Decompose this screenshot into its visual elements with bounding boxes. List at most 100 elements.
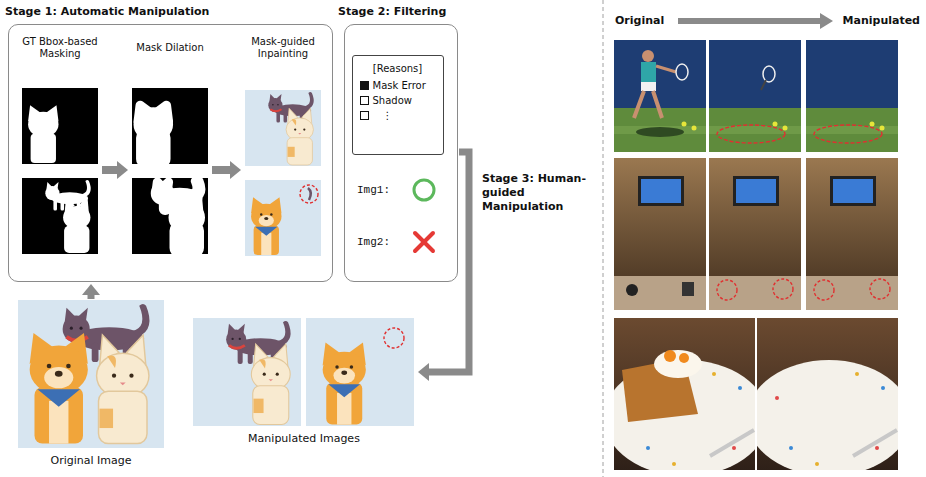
- step-arrow: [230, 161, 241, 179]
- photo: [636, 127, 684, 137]
- photo: [641, 179, 681, 203]
- dilated-mask: [138, 105, 168, 163]
- photo: [789, 386, 885, 450]
- photo: [814, 125, 882, 143]
- mask-image: [28, 105, 58, 163]
- image-id: Img1:: [357, 184, 407, 197]
- inpainted-image: [245, 90, 321, 166]
- mask-image: [22, 178, 98, 254]
- photo: [712, 372, 716, 376]
- reason-text: Shadow: [373, 95, 412, 107]
- photo: [806, 158, 898, 310]
- photo: [679, 353, 689, 363]
- photo: [646, 446, 650, 450]
- header-arrow: [678, 13, 833, 29]
- photo: [806, 276, 898, 310]
- photo: [806, 108, 898, 152]
- dilated-mask: [155, 180, 200, 253]
- image-frame: Manipulated Images: [193, 318, 415, 426]
- inpainted-image: [245, 180, 321, 256]
- reason-text: ⋮: [383, 110, 393, 122]
- photo: [881, 386, 885, 390]
- dilated-mask: [132, 88, 208, 164]
- photo: [783, 126, 788, 131]
- photo: [614, 276, 706, 310]
- inpainted-image: [300, 185, 318, 203]
- fail-mark: [415, 233, 433, 251]
- photo: [642, 50, 654, 62]
- arrow-shaft: [88, 295, 95, 299]
- reasons-card: [Reasons] Mask ErrorShadow ⋮: [352, 55, 444, 155]
- checkbox: [360, 96, 369, 105]
- photo: [830, 176, 876, 206]
- photo: [614, 318, 755, 470]
- photo: [773, 122, 778, 127]
- fail-mark: [415, 233, 433, 251]
- photo: [672, 462, 676, 466]
- checklist-row: Shadow: [360, 95, 436, 107]
- photo: [717, 280, 737, 300]
- inpainted-image: [251, 197, 281, 255]
- photo: [614, 40, 706, 152]
- stage-panel: Stage 1: Automatic Manipulation: [8, 24, 333, 282]
- step-arrow: [102, 161, 241, 179]
- stage-heading: Stage 2: Filtering: [338, 5, 446, 19]
- arrow-head: [82, 284, 100, 295]
- manipulated-picture: [323, 342, 366, 424]
- checkbox: [360, 111, 369, 120]
- dilated-mask: [173, 196, 200, 253]
- edge-label: Stage 3: Human-guided Manipulation: [482, 172, 594, 214]
- photo: [614, 40, 706, 108]
- original-picture: [30, 333, 88, 444]
- photo: [709, 40, 801, 108]
- photo: [833, 179, 873, 203]
- photo: [709, 276, 801, 310]
- mask-image: [28, 105, 58, 163]
- inpainted-image: [286, 108, 313, 165]
- original-picture: [18, 300, 164, 448]
- image-id: Img2:: [357, 236, 407, 249]
- photo: [815, 462, 819, 466]
- photo: [806, 158, 898, 310]
- photo: [654, 350, 702, 378]
- photo: [853, 430, 897, 456]
- divider: [603, 0, 604, 477]
- photo: [614, 158, 706, 310]
- photo: [664, 350, 676, 362]
- photo: [757, 360, 898, 470]
- step-arrow: [117, 161, 128, 179]
- photo: [870, 122, 875, 127]
- photo: [710, 430, 754, 456]
- arrow-head: [418, 363, 429, 381]
- photo: [870, 279, 890, 299]
- photo: [732, 446, 736, 450]
- column-header: GT Bbox-based Masking: [12, 36, 108, 60]
- photo: [692, 126, 697, 131]
- card-heading: [Reasons]: [360, 62, 436, 75]
- dilated-mask: [132, 178, 208, 254]
- header-arrow: [678, 18, 820, 24]
- fail-mark: [415, 233, 433, 251]
- flow-arrow: [418, 152, 469, 381]
- photo: [634, 91, 662, 118]
- manipulated-picture: [384, 328, 404, 348]
- photo: [806, 126, 898, 134]
- photo: [682, 282, 694, 296]
- checkbox: [360, 81, 369, 90]
- photo: [806, 40, 898, 108]
- inpainted-image: [245, 90, 321, 166]
- flow-arrow: [82, 284, 100, 299]
- manipulated-picture: [251, 344, 290, 425]
- dilated-mask: [138, 105, 168, 163]
- photo: [773, 279, 793, 299]
- photo: [641, 82, 656, 91]
- image-caption: Manipulated Images: [248, 432, 360, 446]
- mask-image: [22, 88, 98, 164]
- mask-image: [22, 88, 98, 164]
- original-picture: [97, 335, 149, 444]
- mask-image: [63, 196, 90, 253]
- checklist-row: Mask Error: [360, 80, 436, 92]
- original-picture: [18, 300, 164, 448]
